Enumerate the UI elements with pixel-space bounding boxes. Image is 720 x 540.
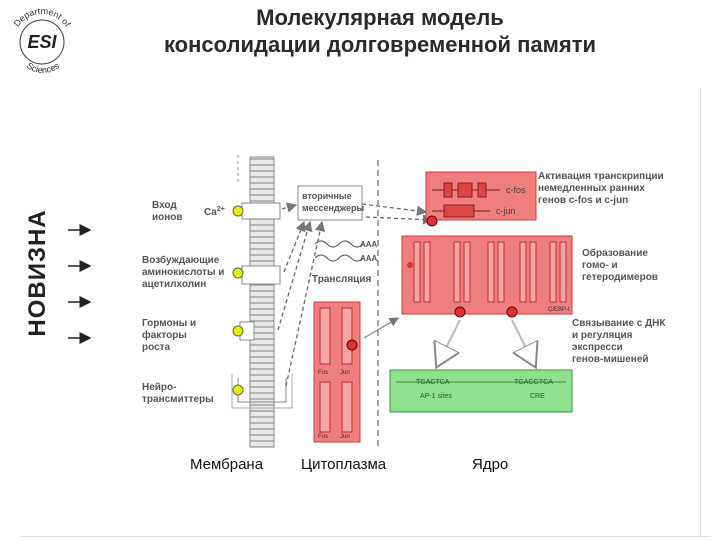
crebp-label: C/EBP-t [548,307,570,313]
dimers-2: гомо- и [582,260,618,271]
label-neurotransmitters-1: Нейро- [142,382,176,393]
protein-jun-2: Jun [340,434,350,440]
label-hormones-1: Гормоны и [142,318,196,329]
label-excitatory-3: ацетилхолин [142,279,206,290]
translation-label: Трансляция [312,274,371,285]
signal-arrows [277,202,434,387]
label-neurotransmitters-2: трансмиттеры [142,394,214,405]
label-ca-base: Ca [204,207,217,218]
binding-2: и регуляция [572,330,633,341]
tgactca-label: TGACTCA [416,379,450,386]
dimers-3: гетеродимеров [582,272,658,283]
logo-arc-top: Department of [12,6,73,29]
label-ion-input-1: Вход [152,200,177,211]
right-texts: Активация транскрипции немедленных ранни… [538,171,666,365]
label-ca: Ca2+ [204,206,225,218]
ap1-label: AP-1 sites [420,393,452,400]
receptor-dots [232,205,244,396]
caption-cytoplasm: Цитоплазма [301,456,387,473]
genes-red-dot [426,215,438,227]
dimer-dot-2 [506,306,518,318]
label-excitatory-2: аминокислоты и [142,267,224,278]
novelty-arrows [68,224,92,344]
tgacgtca-label: TGACGTCA [514,379,553,386]
activation-2: немедленных ранних [538,183,645,194]
novelty-label: НОВИЗНА [24,209,51,337]
svg-text:Sciences: Sciences [25,60,62,75]
logo-arc-bottom: Sciences [25,60,62,75]
caption-nucleus: Ядро [472,456,509,473]
label-ion-input-2: ионов [152,212,183,223]
binding-4: генов-мишеней [572,354,649,365]
department-logo: Department of Sciences ESI [12,6,73,75]
protein-fos-2: Fos [318,434,328,440]
novelty-label-box: НОВИЗНА [18,188,58,358]
membrane [231,156,293,448]
aaa-2: AAA [360,254,378,263]
dna-arrow-1 [438,319,461,364]
activation-3: генов c-fos и c-jun [538,195,628,206]
aaa-1: AAA [360,240,378,249]
dimers-1: Образование [582,247,648,259]
gene-cfos: c-fos [506,185,526,195]
slide-border-right [700,88,701,536]
label-hormones-2: факторы [142,329,187,341]
cre-label: CRE [530,393,545,400]
left-labels: Вход ионов Ca2+ Возбуждающие аминокислот… [142,200,225,405]
binding-1: Связывание с ДНК [572,318,666,329]
translated-proteins: Fos Jun Fos Jun [313,301,361,443]
title-line-2: консолидации долговременной памяти [163,32,597,57]
page-title: Молекулярная модель консолидации долговр… [90,4,670,58]
second-messengers-2: мессенджеры [302,203,364,213]
dna-box: TGACTCA AP-1 sites TGACGTCA CRE [389,369,573,413]
label-ca-sup: 2+ [217,206,225,213]
svg-text:Department of: Department of [12,6,73,29]
title-line-1: Молекулярная модель [256,5,504,30]
slide-border-bottom [20,536,710,537]
binding-3: экспресси [572,342,623,353]
gene-cjun: c-jun [496,206,516,216]
protein-fos: Fos [318,370,328,376]
mrna [314,240,364,262]
import-arrow [363,317,400,339]
activation-1: Активация транскрипции [538,171,664,182]
protein-jun: Jun [340,370,350,376]
early-genes-box: c-fos c-jun [425,171,537,221]
dna-arrow-2 [511,319,534,364]
cytoplasm-red-dot [346,339,358,351]
caption-membrane: Мембрана [190,456,264,473]
label-hormones-3: роста [142,342,171,353]
dimers-box: C/EBP-t [401,235,573,315]
dimer-dot-1 [454,306,466,318]
label-excitatory-1: Возбуждающие [142,254,220,266]
second-messengers-box [297,185,363,221]
memory-consolidation-diagram: Вход ионов Ca2+ Возбуждающие аминокислот… [68,155,666,450]
logo-initials: ESI [27,32,57,52]
second-messengers-1: вторичные [302,191,352,201]
